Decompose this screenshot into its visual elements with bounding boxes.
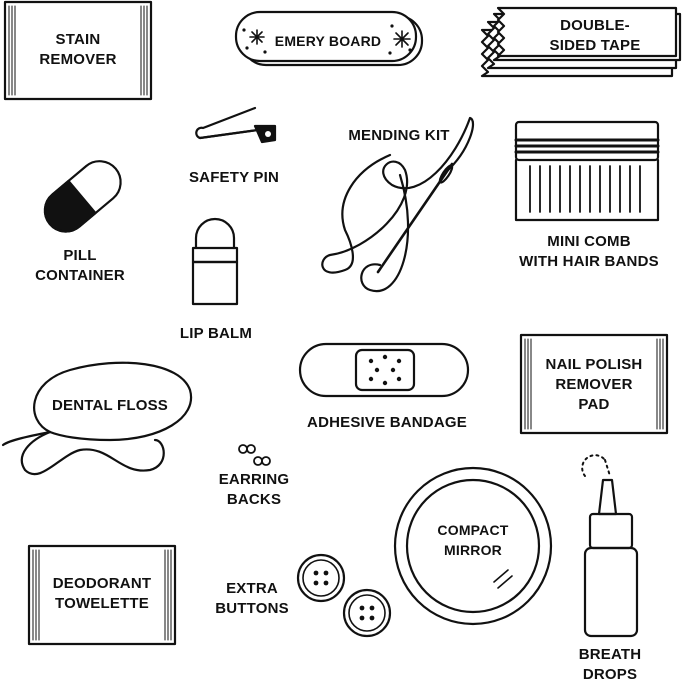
needle-and-thread-icon: [321, 116, 475, 293]
deodorant-towelette-icon: [27, 544, 177, 646]
adhesive-bandage-label: ADHESIVE BANDAGE: [307, 414, 467, 431]
double-sided-tape-label: DOUBLE-SIDED TAPE: [549, 17, 641, 54]
adhesive-bandage-icon: [298, 342, 470, 398]
lip-balm-label: LIP BALM: [179, 325, 253, 342]
dental-floss-label: DENTAL FLOSS: [51, 397, 168, 414]
safety-pin-label: SAFETY PIN: [188, 169, 280, 186]
comb-with-hair-bands-icon: [514, 120, 660, 222]
safety-pin-icon: [195, 106, 277, 144]
mending-kit-label: MENDING KIT: [348, 127, 450, 144]
pill-capsule-icon: [43, 160, 122, 233]
double-sided-tape-icon: [480, 6, 682, 78]
lip-balm-icon: [191, 217, 239, 306]
compact-mirror-icon: [393, 466, 553, 626]
emery-board-label: EMERY BOARD: [274, 33, 382, 49]
stain-remover-packet-icon: [3, 0, 153, 101]
breath-drops-bottle-icon: [581, 454, 639, 638]
emery-board-icon: [234, 10, 424, 67]
nail-polish-remover-pad-icon: [519, 333, 669, 435]
dental-floss-icon: [1, 361, 193, 476]
extra-buttons-icon: [296, 553, 392, 638]
earring-backs-icon: [238, 444, 271, 466]
